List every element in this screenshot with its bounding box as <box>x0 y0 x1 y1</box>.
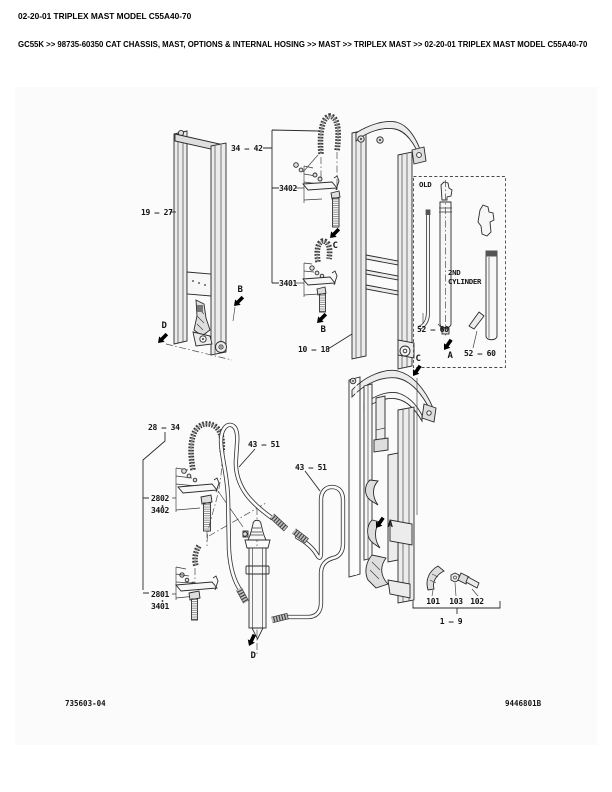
callout-chain-2801: 2801 <box>151 590 170 599</box>
second-cylinder-label-1: 2ND <box>448 268 461 277</box>
view-marker-b-mid: B <box>314 311 329 335</box>
callout-upper-chains-range: 34 – 42 <box>231 144 263 153</box>
callout-lower-chains-range: 28 – 34 <box>148 423 180 432</box>
callout-part-103: 103 <box>449 597 463 606</box>
callout-hose-right-range: 43 – 51 <box>295 463 327 472</box>
old-option-box <box>413 176 506 368</box>
callout-chain-3401: 3401 <box>151 602 170 611</box>
hose-left <box>218 422 289 604</box>
middle-mast <box>327 121 427 370</box>
view-marker-letter: C <box>415 354 420 364</box>
footer-figure-number: 9446801B <box>505 699 542 708</box>
callout-hose-left-range: 43 – 51 <box>248 440 280 449</box>
callout-part-101: 101 <box>426 597 440 606</box>
diagram-panel <box>15 87 597 745</box>
callout-outer-mast-range: 1 – 9 <box>440 617 463 626</box>
projection-line-d <box>165 343 233 361</box>
breadcrumb: GC55K >> 98735-60350 CAT CHASSIS, MAST, … <box>18 40 588 49</box>
view-marker-letter: C <box>332 241 337 251</box>
outer-mast <box>348 369 437 604</box>
view-marker-a-old: A <box>440 337 455 361</box>
view-marker-letter: D <box>161 321 167 331</box>
callout-inner-mast-range: 19 – 27 <box>141 208 173 217</box>
view-marker-letter: A <box>447 351 453 361</box>
view-marker-letter: A <box>387 520 393 530</box>
view-marker-d-lower: D <box>245 633 258 661</box>
view-marker-letter: D <box>250 651 256 661</box>
lift-cylinder <box>242 508 271 655</box>
callout-chain-3402: 3402 <box>151 506 170 515</box>
view-marker-d-upper: D <box>155 321 170 346</box>
view-marker-c-upper: C <box>327 226 342 251</box>
callout-chain-2802: 2802 <box>151 494 170 503</box>
upper-chain-anchor-group <box>263 113 341 313</box>
hose-right <box>271 470 346 624</box>
view-marker-a-mast: A <box>372 515 394 531</box>
view-marker-c-lower: C <box>409 354 424 379</box>
small-parts-row <box>412 565 501 614</box>
callout-old-cyl-right: 52 – 60 <box>464 349 496 358</box>
second-cylinder-label-2: CYLINDER <box>448 277 482 286</box>
inner-mast <box>170 129 227 356</box>
leader-line-b1 <box>232 306 236 322</box>
callout-part-102: 102 <box>470 597 484 606</box>
callout-mid-mast-range: 10 – 18 <box>298 345 330 354</box>
callout-hose-3401: 3401 <box>279 279 298 288</box>
view-marker-letter: B <box>237 285 243 295</box>
footer-doc-number: 735603-04 <box>65 699 106 708</box>
page-title: 02-20-01 TRIPLEX MAST MODEL C55A40-70 <box>18 11 192 21</box>
old-box-label: OLD <box>419 180 432 189</box>
callout-old-cyl-left: 52 – 60 <box>417 325 449 334</box>
view-marker-letter: B <box>320 325 326 335</box>
callout-hose-3402: 3402 <box>279 184 298 193</box>
view-marker-b-left: B <box>231 285 246 309</box>
